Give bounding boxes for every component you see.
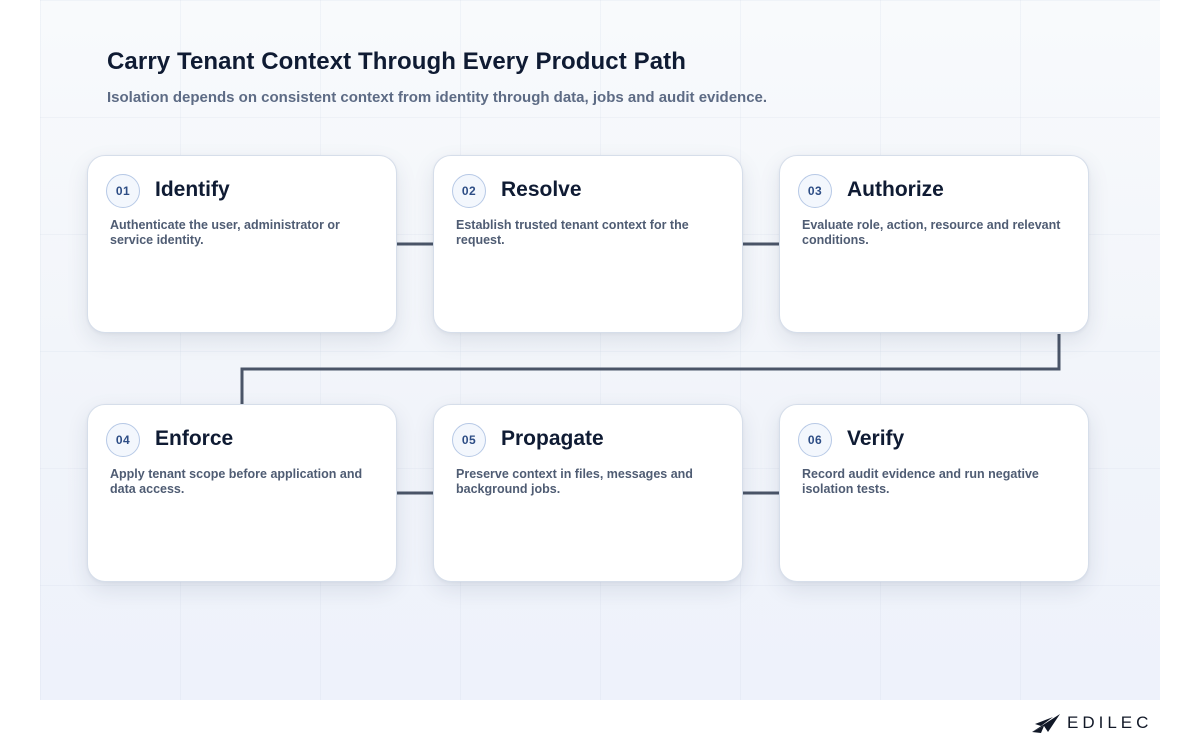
step-number-badge: 06 <box>798 423 832 457</box>
brand-logo: EDILEC <box>1031 712 1152 734</box>
page-title: Carry Tenant Context Through Every Produ… <box>107 48 687 75</box>
paper-plane-icon <box>1032 714 1060 733</box>
step-title: Verify <box>847 427 905 450</box>
step-card-identify: 01 Identify Authenticate the user, admin… <box>87 155 397 333</box>
step-title: Identify <box>155 178 230 201</box>
step-card-enforce: 04 Enforce Apply tenant scope before app… <box>87 404 397 582</box>
step-description: Apply tenant scope before application an… <box>110 467 363 496</box>
step-number-badge: 04 <box>106 423 140 457</box>
step-title: Propagate <box>501 427 604 450</box>
brand-logo-text: EDILEC <box>1067 713 1153 732</box>
step-title: Enforce <box>155 427 234 450</box>
page-subtitle: Isolation depends on consistent context … <box>107 89 768 106</box>
step-description: Establish trusted tenant context for the… <box>456 218 689 247</box>
step-number-badge: 01 <box>106 174 140 208</box>
step-description: Authenticate the user, administrator or … <box>110 218 340 247</box>
step-description: Preserve context in files, messages and … <box>456 467 693 496</box>
step-title: Authorize <box>847 178 944 201</box>
step-description: Evaluate role, action, resource and rele… <box>802 218 1061 247</box>
step-card-authorize: 03 Authorize Evaluate role, action, reso… <box>779 155 1089 333</box>
step-title: Resolve <box>501 178 582 201</box>
step-number-badge: 05 <box>452 423 486 457</box>
step-card-resolve: 02 Resolve Establish trusted tenant cont… <box>433 155 743 333</box>
step-number-badge: 02 <box>452 174 486 208</box>
step-card-verify: 06 Verify Record audit evidence and run … <box>779 404 1089 582</box>
step-number-badge: 03 <box>798 174 832 208</box>
step-description: Record audit evidence and run negative i… <box>802 467 1039 496</box>
step-card-propagate: 05 Propagate Preserve context in files, … <box>433 404 743 582</box>
